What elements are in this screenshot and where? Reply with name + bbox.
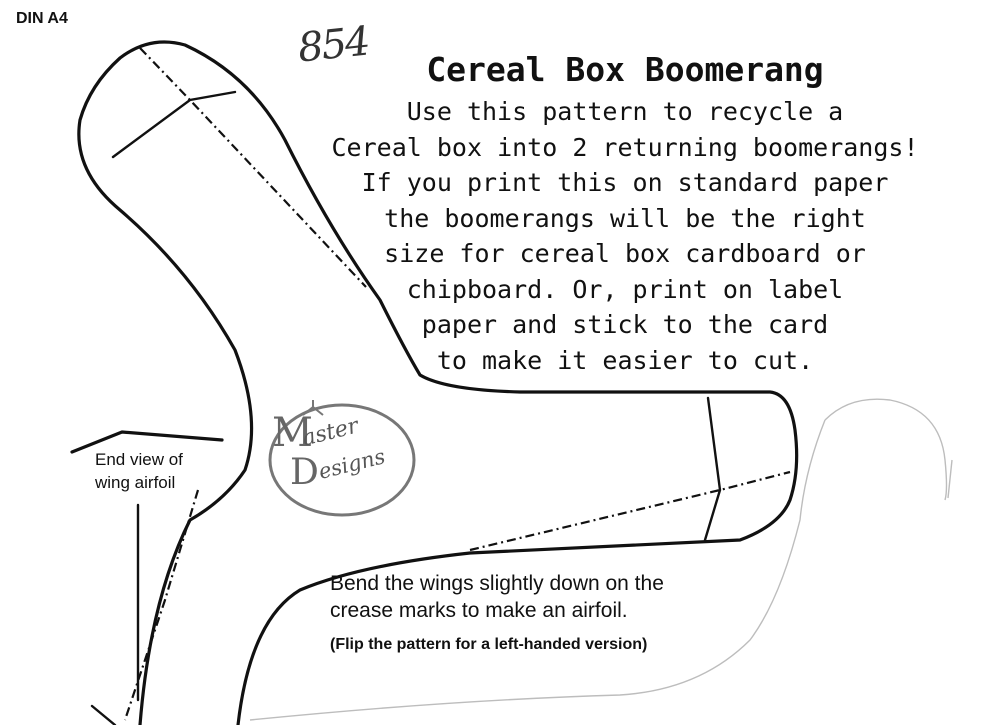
wing-crease-2 xyxy=(703,396,722,542)
wing-crease-1 xyxy=(111,90,237,159)
left-handed-note: (Flip the pattern for a left-handed vers… xyxy=(330,636,648,653)
boomerang-outline xyxy=(77,40,799,725)
airfoil-end-view xyxy=(70,430,224,454)
intro-line: Cereal box into 2 returning boomerangs! xyxy=(331,132,919,162)
bend-instructions: Bend the wings slightly down on the crea… xyxy=(330,570,664,624)
intro-line: the boomerangs will be the right xyxy=(384,203,866,233)
intro-line: chipboard. Or, print on label xyxy=(406,274,844,304)
wing-dashed-crease-3 xyxy=(123,489,200,721)
hanger-icon xyxy=(302,400,324,416)
faint-mark xyxy=(947,459,953,499)
logo-letter-m: M xyxy=(272,410,313,456)
second-boomerang-faint-outline xyxy=(249,398,948,721)
airfoil-label: End view of wing airfoil xyxy=(95,448,183,494)
paper-size-label: DIN A4 xyxy=(16,10,68,27)
airfoil-label-line: wing airfoil xyxy=(95,473,176,492)
intro-line: If you print this on standard paper xyxy=(361,168,889,197)
lower-wing-edge xyxy=(90,704,117,725)
instruction-line: crease marks to make an airfoil. xyxy=(330,599,628,622)
intro-line: paper and stick to the card xyxy=(421,310,829,339)
logo-ring xyxy=(268,403,416,517)
intro-line: size for cereal box cardboard or xyxy=(384,239,866,268)
logo-letter-d: D xyxy=(290,452,319,493)
intro-line: Use this pattern to recycle a xyxy=(406,97,844,126)
instruction-line: Bend the wings slightly down on the xyxy=(330,572,664,595)
wing-dashed-crease-2 xyxy=(469,470,791,552)
intro-paragraph: Use this pattern to recycle a Cereal box… xyxy=(290,94,960,378)
wing-dashed-crease-1 xyxy=(139,47,367,288)
airfoil-label-line: End view of xyxy=(95,450,183,469)
intro-line: to make it easier to cut. xyxy=(436,345,814,375)
page-title: Cereal Box Boomerang xyxy=(426,50,824,89)
